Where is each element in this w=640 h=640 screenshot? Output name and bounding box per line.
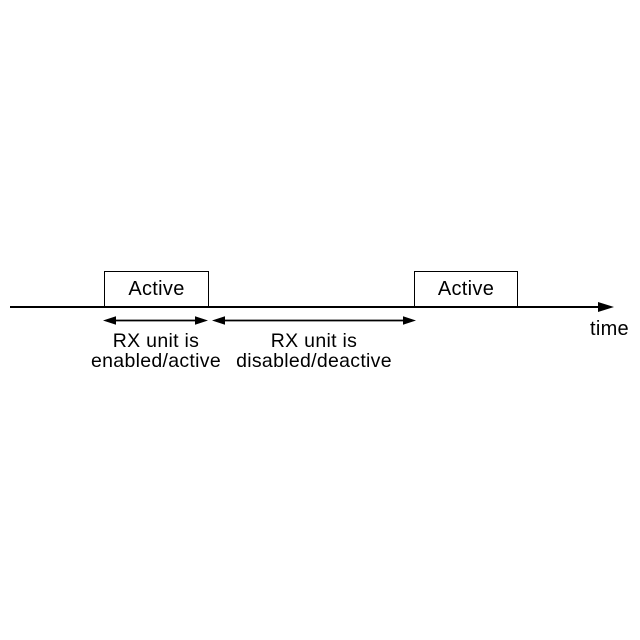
disabled-interval-caption-line2: disabled/deactive [236,350,392,372]
enabled-interval-right-arrowhead-icon [195,316,208,325]
active-pulse-label-1: Active [128,277,185,300]
enabled-interval-caption-line1: RX unit is [112,330,200,352]
disabled-interval-left-arrowhead-icon [212,316,225,325]
time-axis-arrowhead-icon [598,302,614,312]
active-pulse-label-2: Active [437,277,495,300]
disabled-interval-caption: RX unit is disabled/deactive [204,331,424,371]
enabled-interval-caption: RX unit is enabled/active [56,331,256,371]
disabled-interval-caption-line1: RX unit is [270,330,358,352]
time-axis-label: time [590,318,629,340]
enabled-interval-caption-line2: enabled/active [91,350,221,372]
active-pulse-box-1: Active [104,271,209,307]
disabled-interval-right-arrowhead-icon [403,316,416,325]
active-pulse-box-2: Active [414,271,518,307]
enabled-interval-left-arrowhead-icon [103,316,116,325]
